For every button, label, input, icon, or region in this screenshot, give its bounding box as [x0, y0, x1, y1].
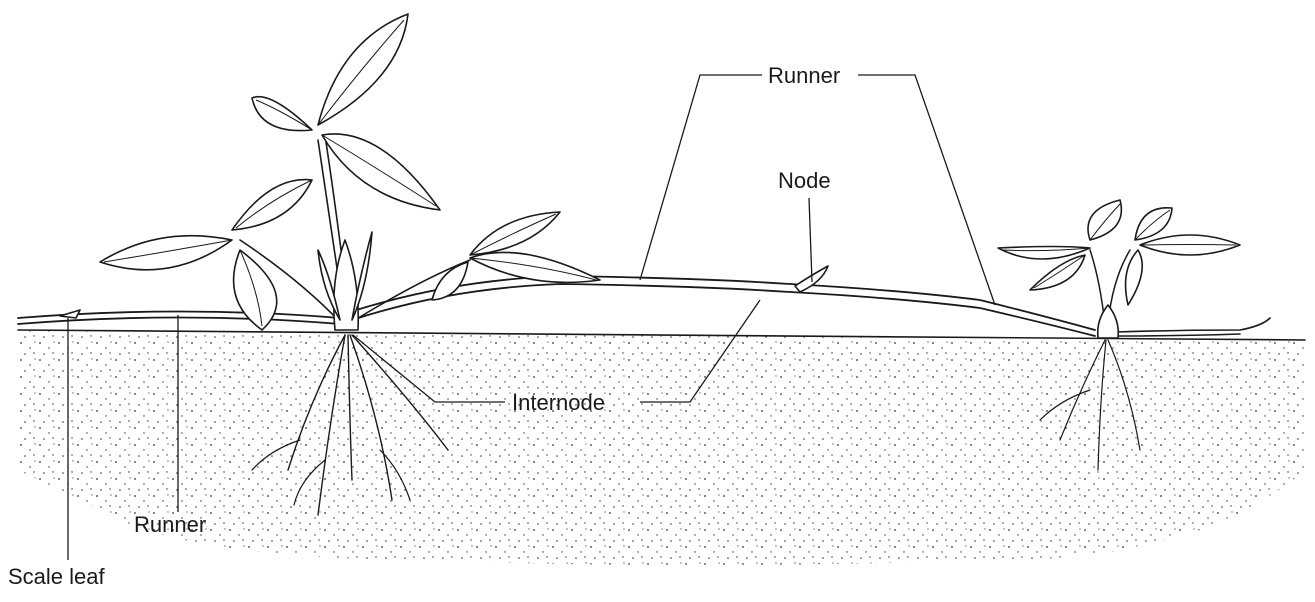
- label-internode: Internode: [512, 390, 605, 415]
- label-runner-top: Runner: [768, 63, 840, 88]
- label-scale-leaf: Scale leaf: [8, 564, 106, 589]
- runner-stolon: [18, 276, 1270, 336]
- label-node: Node: [778, 168, 831, 193]
- soil: [18, 330, 1305, 565]
- label-runner-left: Runner: [134, 512, 206, 537]
